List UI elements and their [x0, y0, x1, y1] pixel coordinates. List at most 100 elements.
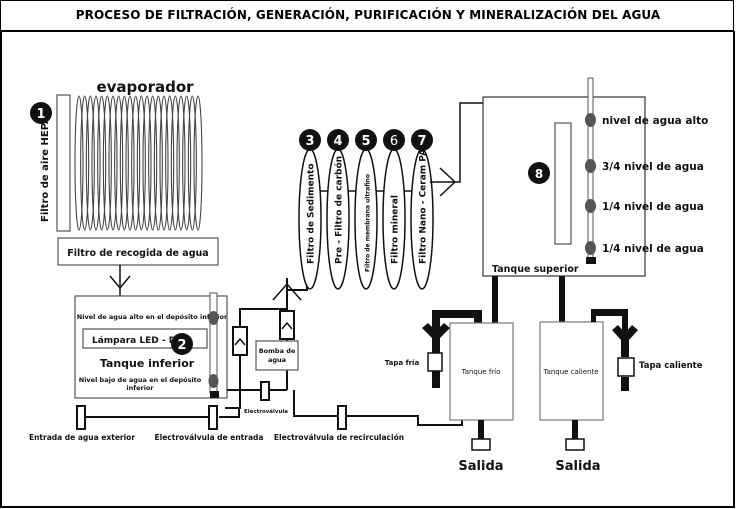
sensor-float-icon: [208, 311, 219, 325]
level-label: 1/4 nivel de agua: [602, 201, 704, 213]
hepa-filter: [56, 94, 71, 232]
filter-label: Filtro de Sedimento: [307, 163, 317, 264]
number-badge-5: [355, 129, 377, 151]
lower-tank-low-level: Nivel bajo de agua en el depósito: [79, 376, 202, 384]
level-float-icon: [585, 199, 596, 213]
sensor-float-icon: [208, 374, 219, 388]
led-lamp-label: Lámpara LED - DV: [92, 336, 183, 346]
hot-tap[interactable]: [617, 357, 635, 377]
coil-loop: [182, 95, 192, 231]
flow-arrow-icon: [439, 167, 457, 197]
hot-outlet[interactable]: [565, 438, 585, 451]
lower-tank-title: Tanque inferior: [100, 357, 195, 370]
evaporator-label: evaporador: [96, 78, 194, 96]
coil-loop: [170, 95, 180, 231]
filter-number: 3: [305, 134, 314, 149]
svg-text:2: 2: [177, 338, 186, 353]
cold-outlet[interactable]: [471, 438, 491, 451]
coil-loop: [114, 95, 124, 231]
level-label: 1/4 nivel de agua: [602, 243, 704, 255]
uv-lamp: [554, 122, 572, 245]
number-badge-6: [383, 129, 405, 151]
recirculation-valve-label: Electroválvula de recirculación: [274, 433, 404, 442]
number-badge-8: 8: [528, 162, 550, 184]
cold-tank-label: Tanque frío: [461, 368, 501, 376]
level-label: nivel de agua alto: [602, 115, 708, 127]
coil-loop: [148, 95, 158, 231]
coil-loop: [193, 95, 203, 231]
svg-text:8: 8: [535, 167, 543, 181]
level-float-icon: [585, 113, 596, 127]
coil-loop: [91, 95, 101, 231]
upper-tank-levels: nivel de agua alto 3/4 nivel de agua 1/4 n…: [585, 113, 708, 255]
coil-loop: [74, 95, 84, 231]
check-valve-icon: [279, 310, 295, 340]
svg-text:1: 1: [36, 107, 45, 122]
coil-loop: [125, 95, 135, 231]
recirculation-solenoid-valve[interactable]: [337, 405, 347, 430]
number-badge-2: 2: [171, 333, 193, 355]
level-float-icon: [585, 241, 596, 255]
inlet-solenoid-valve[interactable]: [208, 405, 218, 430]
coil-loop: [176, 95, 186, 231]
lower-tank-high-level: Nivel de agua alto en el depósito inferi…: [77, 313, 228, 321]
coil-loop: [102, 95, 112, 231]
coil-loop: [153, 95, 163, 231]
filter-number: 6: [390, 134, 398, 149]
filter-label: Filtro de membrana ultrafino: [365, 174, 372, 272]
number-badge-7: [411, 129, 433, 151]
external-inlet-valve[interactable]: [76, 405, 86, 430]
level-label: 3/4 nivel de agua: [602, 161, 704, 173]
coil-loop: [80, 95, 90, 231]
sensor-base: [210, 391, 219, 398]
filter-label: Filtro mineral: [391, 195, 401, 264]
filter-number: 7: [417, 134, 426, 149]
filter-number: 4: [333, 134, 342, 149]
check-valve-icon: [232, 326, 248, 356]
flow-arrow-icon: [272, 282, 302, 301]
coil-loop: [159, 95, 169, 231]
coil-loop: [165, 95, 175, 231]
solenoid-valve[interactable]: [260, 381, 270, 401]
collection-filter-label: Filtro de recogida de agua: [67, 248, 208, 259]
lower-tank-low-level-2: inferior: [126, 384, 154, 392]
coil-loop: [131, 95, 141, 231]
solenoid-valve-label: Electroválvula: [244, 408, 288, 415]
collection-filter: [57, 237, 219, 266]
hot-outlet-label: Salida: [555, 459, 600, 474]
hot-tank-label: Tanque caliente: [542, 368, 598, 376]
cold-outlet-label: Salida: [458, 459, 503, 474]
diagram-border: [0, 31, 735, 508]
number-badge-1: 1: [30, 102, 52, 124]
sensor-base: [586, 257, 596, 264]
flow-arrow-icon: [109, 275, 131, 290]
water-pump: [255, 340, 299, 371]
cold-tap-label: Tapa fría: [385, 359, 420, 367]
upper-tank-title: Tanque superior: [492, 264, 579, 275]
evaporator-coil: [74, 95, 203, 231]
pump-label-line1: Bomba de: [259, 347, 296, 355]
coil-loop: [108, 95, 118, 231]
coil-loop: [85, 95, 95, 231]
hot-tap-label: Tapa caliente: [639, 361, 703, 371]
hepa-filter-label: Filtro de aire HEPA: [40, 116, 51, 222]
number-badge-3: [299, 129, 321, 151]
inlet-valve-label: Electroválvula de entrada: [155, 433, 264, 442]
coil-loop: [97, 95, 107, 231]
pump-label-line2: agua: [268, 356, 286, 364]
external-inlet-label: Entrada de agua exterior: [29, 433, 135, 442]
cold-tap[interactable]: [427, 352, 443, 372]
level-float-icon: [585, 159, 596, 173]
coil-loop: [119, 95, 129, 231]
coil-loop: [187, 95, 197, 231]
number-badge-4: [327, 129, 349, 151]
filter-label: Pre - Filtro de carbón: [334, 156, 345, 264]
cold-tank: [449, 322, 514, 421]
coil-loop: [142, 95, 152, 231]
